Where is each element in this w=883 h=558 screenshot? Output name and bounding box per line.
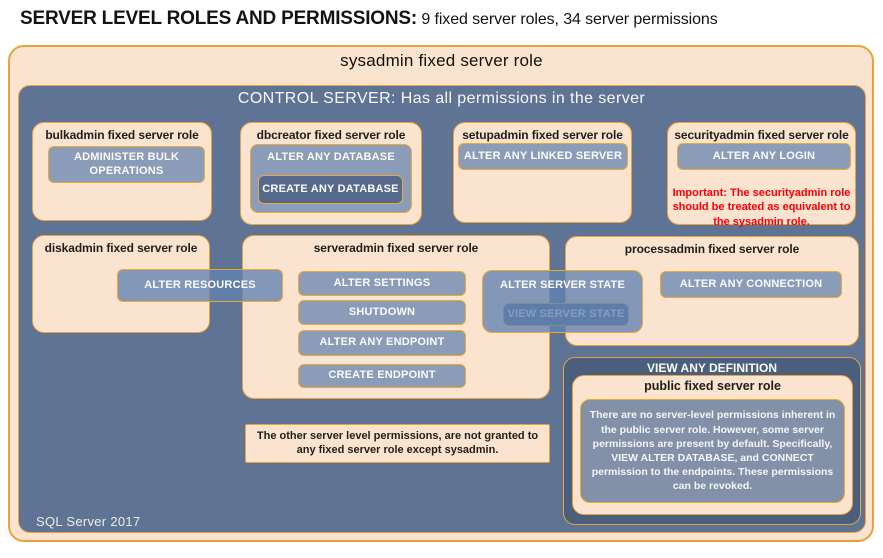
permission-alter-any-endpoint: ALTER ANY ENDPOINT — [298, 330, 466, 356]
sql-server-version-label: SQL Server 2017 — [36, 514, 141, 529]
permission-administer-bulk-operations: ADMINISTER BULK OPERATIONS — [48, 146, 205, 183]
permission-shutdown: SHUTDOWN — [298, 300, 466, 325]
permission-alter-server-state: ALTER SERVER STATE — [482, 270, 643, 333]
page-title-subtitle: 9 fixed server roles, 34 server permissi… — [417, 11, 718, 28]
permission-create-endpoint: CREATE ENDPOINT — [298, 364, 466, 388]
page-title: SERVER LEVEL ROLES AND PERMISSIONS: 9 fi… — [20, 8, 718, 30]
bulkadmin-role-title: bulkadmin fixed server role — [45, 128, 199, 142]
serveradmin-role-title: serveradmin fixed server role — [313, 241, 479, 255]
securityadmin-role-box: securityadmin fixed server role — [667, 122, 856, 225]
diskadmin-role-box: diskadmin fixed server role — [32, 235, 210, 333]
control-server-label: CONTROL SERVER: Has all permissions in t… — [237, 90, 646, 107]
public-role-note: There are no server-level permissions in… — [580, 399, 845, 503]
permission-alter-settings: ALTER SETTINGS — [298, 271, 466, 296]
processadmin-role-title: processadmin fixed server role — [624, 242, 800, 256]
securityadmin-warning-text: Important: The securityadmin role should… — [672, 187, 851, 228]
permission-alter-resources: ALTER RESOURCES — [117, 269, 283, 302]
diskadmin-role-title: diskadmin fixed server role — [44, 241, 198, 255]
dbcreator-role-title: dbcreator fixed server role — [256, 128, 406, 142]
permission-alter-any-login: ALTER ANY LOGIN — [677, 143, 851, 170]
other-permissions-note: The other server level permissions, are … — [245, 424, 550, 463]
page-title-bold: SERVER LEVEL ROLES AND PERMISSIONS: — [20, 8, 418, 29]
permission-alter-any-linked-server: ALTER ANY LINKED SERVER — [458, 143, 628, 170]
permission-alter-any-connection: ALTER ANY CONNECTION — [660, 271, 842, 298]
view-any-definition-label: VIEW ANY DEFINITION — [646, 361, 777, 375]
sysadmin-role-label: sysadmin fixed server role — [340, 51, 543, 70]
securityadmin-role-title: securityadmin fixed server role — [674, 128, 849, 142]
setupadmin-role-box: setupadmin fixed server role — [453, 122, 632, 223]
setupadmin-role-title: setupadmin fixed server role — [462, 128, 623, 142]
permission-create-any-database: CREATE ANY DATABASE — [258, 175, 403, 204]
public-role-title: public fixed server role — [644, 379, 781, 393]
